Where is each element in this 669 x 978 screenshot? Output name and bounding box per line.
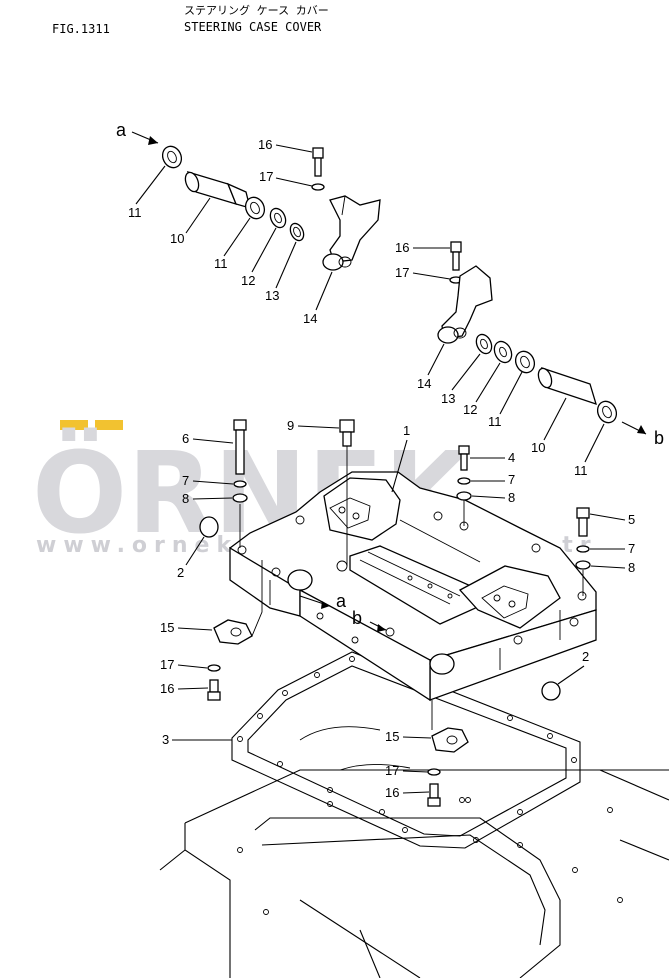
top-right-shaft-assembly xyxy=(437,241,618,424)
title-japanese: ステアリング ケース カバー xyxy=(184,3,329,17)
callout-8: 8 xyxy=(508,490,515,505)
callout-7: 7 xyxy=(182,473,189,488)
callouts-top-right: 16 17 14 13 12 11 10 11 xyxy=(395,240,605,478)
steering-case-cover xyxy=(229,471,597,702)
callout-12: 12 xyxy=(463,402,477,417)
callout-16: 16 xyxy=(395,240,409,255)
callout-3: 3 xyxy=(162,732,169,747)
gasket xyxy=(231,651,581,849)
callout-1: 1 xyxy=(403,423,410,438)
callout-6: 6 xyxy=(182,431,189,446)
watermark-accent-right xyxy=(95,420,123,430)
view-arrows: a b a b xyxy=(116,120,664,632)
view-arrow-a-mark: a xyxy=(336,591,347,611)
callout-16: 16 xyxy=(258,137,272,152)
callout-16: 16 xyxy=(160,681,174,696)
callout-10: 10 xyxy=(531,440,545,455)
callout-12: 12 xyxy=(241,273,255,288)
view-arrow-a-label: a xyxy=(116,120,127,140)
title-english: STEERING CASE COVER xyxy=(184,20,322,34)
callout-7: 7 xyxy=(628,541,635,556)
callout-15: 15 xyxy=(160,620,174,635)
top-left-shaft-assembly xyxy=(161,145,381,271)
callout-16: 16 xyxy=(385,785,399,800)
callout-11: 11 xyxy=(574,463,588,478)
watermark-accent-left xyxy=(60,420,88,430)
callout-5: 5 xyxy=(628,512,635,527)
callout-7: 7 xyxy=(508,472,515,487)
callout-13: 13 xyxy=(441,391,455,406)
callout-11: 11 xyxy=(214,256,228,271)
callouts-top-left: 16 17 11 10 11 12 13 14 xyxy=(128,137,333,326)
callout-14: 14 xyxy=(417,376,431,391)
callout-10: 10 xyxy=(170,231,184,246)
callouts-cover-left: 9 6 7 8 2 1 xyxy=(177,418,410,580)
callout-17: 17 xyxy=(259,169,273,184)
callout-11: 11 xyxy=(128,205,142,220)
callout-17: 17 xyxy=(385,763,399,778)
lower-housing xyxy=(159,769,669,978)
view-arrow-b-mark: b xyxy=(352,608,362,628)
callout-9: 9 xyxy=(287,418,294,433)
callout-14: 14 xyxy=(303,311,317,326)
callouts-cover-right: 4 7 8 5 7 8 2 xyxy=(470,450,635,685)
callout-2: 2 xyxy=(177,565,184,580)
callout-11: 11 xyxy=(488,414,502,429)
callout-4: 4 xyxy=(508,450,515,465)
callout-2: 2 xyxy=(582,649,589,664)
fig-number: FIG.1311 xyxy=(52,22,110,36)
callout-17: 17 xyxy=(395,265,409,280)
cover-hardware xyxy=(199,419,591,807)
view-arrow-b-label: b xyxy=(654,428,664,448)
callout-17: 17 xyxy=(160,657,174,672)
callout-13: 13 xyxy=(265,288,279,303)
callout-8: 8 xyxy=(182,491,189,506)
callout-8: 8 xyxy=(628,560,635,575)
callouts-lower: 15 17 16 3 15 17 16 xyxy=(160,620,432,800)
callout-15: 15 xyxy=(385,729,399,744)
